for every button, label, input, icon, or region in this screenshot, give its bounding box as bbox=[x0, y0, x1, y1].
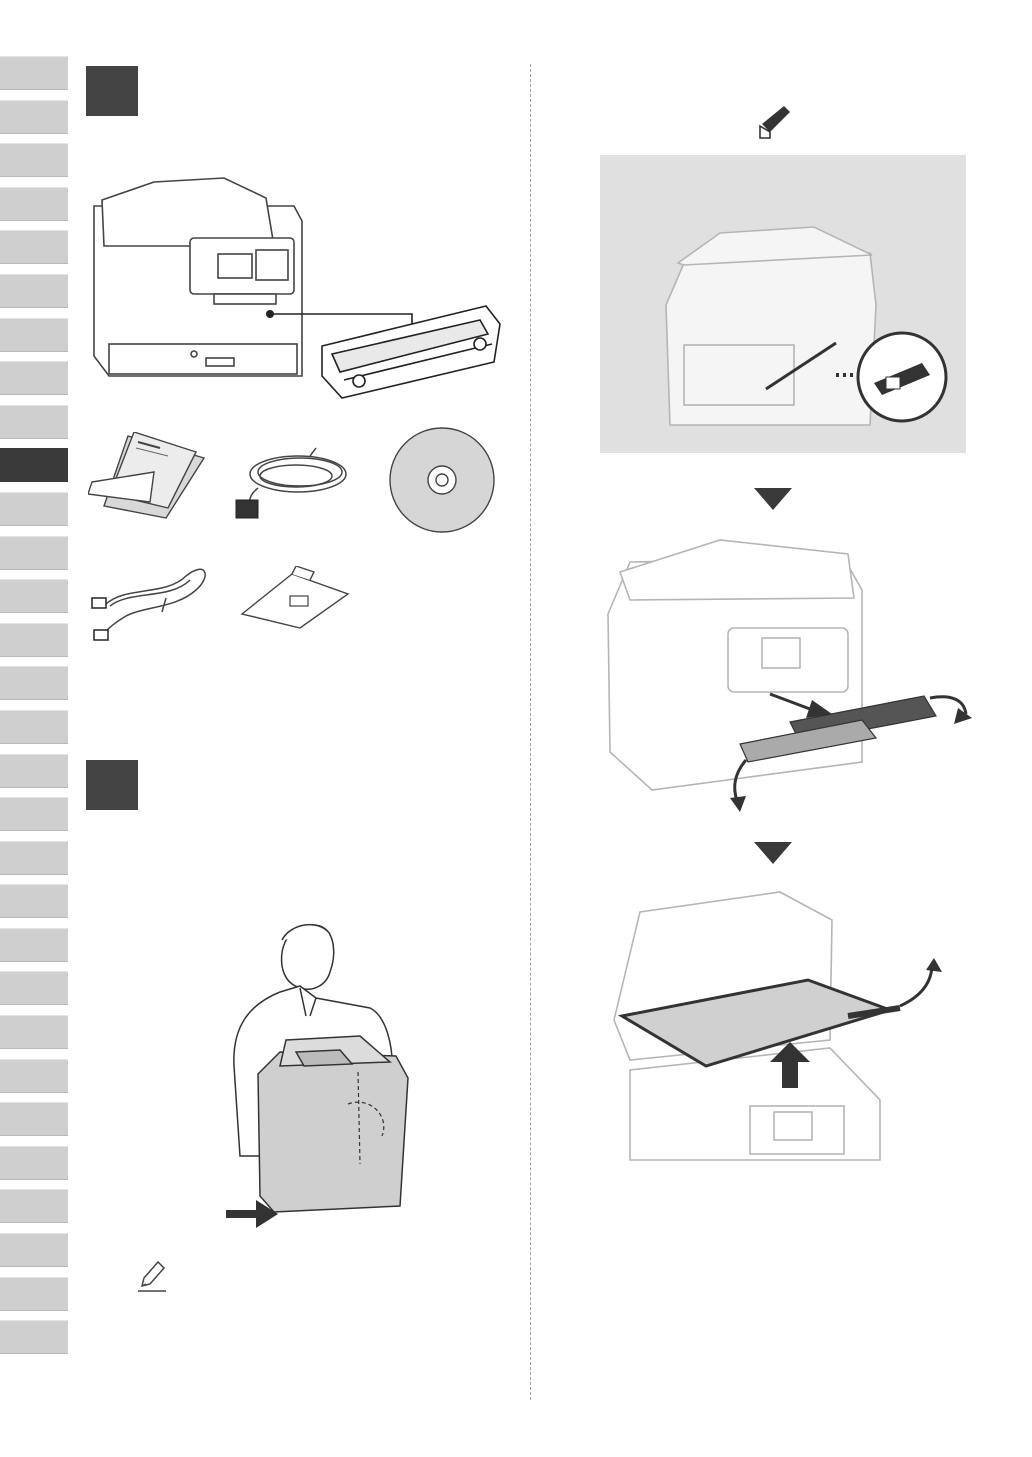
language-tab[interactable] bbox=[0, 56, 68, 90]
language-tab[interactable] bbox=[0, 187, 68, 221]
language-tab[interactable] bbox=[0, 230, 68, 264]
cd-rom-icon bbox=[388, 426, 496, 534]
printer-front-tapes-illustration bbox=[600, 538, 980, 818]
language-tab[interactable] bbox=[0, 1320, 68, 1354]
step-1-marker bbox=[86, 66, 138, 114]
language-tab[interactable] bbox=[0, 405, 68, 439]
language-tab[interactable] bbox=[0, 841, 68, 875]
language-tab[interactable] bbox=[0, 1189, 68, 1223]
language-tab[interactable] bbox=[0, 579, 68, 613]
language-tab[interactable] bbox=[0, 1102, 68, 1136]
language-tab[interactable] bbox=[0, 797, 68, 831]
language-tab[interactable] bbox=[0, 536, 68, 570]
language-tab[interactable] bbox=[0, 754, 68, 788]
step-2-underline bbox=[86, 808, 138, 810]
step-2-marker bbox=[86, 760, 138, 808]
direction-arrow-icon bbox=[224, 1198, 280, 1230]
language-tab[interactable] bbox=[0, 143, 68, 177]
column-divider bbox=[530, 64, 531, 1400]
person-carrying-printer-icon bbox=[220, 916, 420, 1236]
note-pencil-icon bbox=[136, 1258, 168, 1294]
language-tab[interactable] bbox=[0, 1233, 68, 1267]
down-arrow-1 bbox=[754, 488, 792, 510]
language-tab[interactable] bbox=[0, 1277, 68, 1311]
language-tab[interactable] bbox=[0, 1059, 68, 1093]
language-tab[interactable] bbox=[0, 623, 68, 657]
language-tab[interactable] bbox=[0, 710, 68, 744]
step-1-underline bbox=[86, 114, 138, 116]
language-tab[interactable] bbox=[0, 274, 68, 308]
language-tab[interactable] bbox=[0, 100, 68, 134]
language-tab[interactable] bbox=[0, 1015, 68, 1049]
printer-platen-sheet-illustration bbox=[600, 880, 980, 1162]
language-tab-strip bbox=[0, 56, 68, 1364]
printer-with-toner-illustration bbox=[84, 176, 508, 406]
power-cord-icon bbox=[228, 444, 358, 524]
paper-guide-icon bbox=[236, 566, 356, 632]
language-tab[interactable] bbox=[0, 318, 68, 352]
language-tab[interactable] bbox=[0, 666, 68, 700]
language-tab-active[interactable] bbox=[0, 448, 68, 482]
language-tab[interactable] bbox=[0, 971, 68, 1005]
tape-icon bbox=[756, 104, 792, 140]
language-tab[interactable] bbox=[0, 1146, 68, 1180]
language-tab[interactable] bbox=[0, 884, 68, 918]
down-arrow-2 bbox=[754, 842, 792, 864]
telephone-cable-icon bbox=[86, 556, 216, 646]
language-tab[interactable] bbox=[0, 361, 68, 395]
language-tab[interactable] bbox=[0, 928, 68, 962]
manuals-icon bbox=[88, 432, 208, 522]
printer-back-usb-tape-illustration bbox=[600, 155, 966, 453]
language-tab[interactable] bbox=[0, 492, 68, 526]
